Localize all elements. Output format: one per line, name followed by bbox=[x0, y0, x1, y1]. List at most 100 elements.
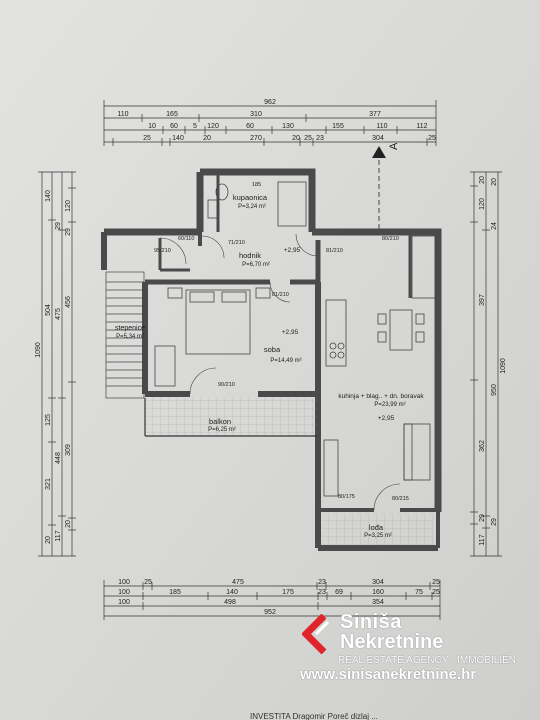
dim-label: 25 bbox=[428, 135, 436, 142]
dim-label: 140 bbox=[172, 135, 184, 142]
brand-watermark: Siniša Nekretnine REAL ESTATE AGENCY - I… bbox=[300, 610, 535, 690]
dim-label: 20 bbox=[491, 178, 498, 186]
door-labels: 95/210 71/210 81/210 80/210 81/210 90/21… bbox=[154, 182, 409, 502]
dim-label: 155 bbox=[332, 123, 344, 130]
room-area-kupaonica: P=3,24 m² bbox=[238, 204, 266, 210]
staircase bbox=[105, 271, 145, 399]
dim-label: 377 bbox=[369, 111, 381, 118]
dim-total-right: 1090 bbox=[500, 358, 507, 374]
dim-label: 125 bbox=[45, 414, 52, 426]
dim-label: 950 bbox=[491, 384, 498, 396]
dim-label: 29 bbox=[491, 518, 498, 526]
dim-label: 110 bbox=[117, 111, 128, 118]
room-area-balkon: P=6,25 m² bbox=[208, 427, 236, 433]
dim-label: 448 bbox=[55, 452, 62, 464]
lodja-area bbox=[322, 514, 434, 546]
dim-label: 60 bbox=[246, 123, 254, 130]
left-dimensions bbox=[38, 171, 76, 557]
door-label: 80/215 bbox=[392, 496, 409, 502]
room-area-stepenice: P=5,34 m² bbox=[116, 334, 144, 340]
dim-label: 304 bbox=[372, 135, 384, 142]
dim-label: 140 bbox=[226, 589, 238, 596]
dim-label: 20 bbox=[203, 135, 211, 142]
dim-label: 397 bbox=[479, 294, 486, 306]
dim-label: 29 bbox=[65, 228, 72, 236]
dim-label: 20 bbox=[479, 176, 486, 184]
brand-tagline: REAL ESTATE AGENCY - IMMOBILIEN bbox=[338, 655, 517, 666]
dim-label: 75 bbox=[415, 589, 423, 596]
room-area-kuhinja: P=23,99 m² bbox=[374, 402, 405, 408]
dim-label: 504 bbox=[45, 304, 52, 316]
dim-label: 475 bbox=[55, 308, 62, 320]
balkon-area bbox=[144, 398, 317, 437]
dim-label: 25 bbox=[143, 135, 151, 142]
dim-label: 117 bbox=[55, 530, 62, 541]
dim-label: 120 bbox=[207, 123, 219, 130]
door-label: 80/210 bbox=[382, 236, 399, 242]
dim-label: 25 bbox=[144, 579, 152, 586]
dim-label: 23 bbox=[318, 579, 326, 586]
dim-label: 304 bbox=[372, 579, 384, 586]
right-dim-labels: 1090 20 120 397 362 29 117 24 950 29 20 bbox=[479, 176, 507, 546]
section-label: A bbox=[388, 142, 400, 150]
dim-total-left: 1090 bbox=[35, 342, 42, 358]
door-label: 90/210 bbox=[218, 382, 235, 388]
dim-label: 310 bbox=[250, 111, 262, 118]
dim-label: 10 bbox=[148, 123, 156, 130]
dim-label: 185 bbox=[169, 589, 181, 596]
room-name-stepenice: stepenice bbox=[115, 325, 145, 332]
dim-label: 25 bbox=[432, 579, 440, 586]
dim-label: 20 bbox=[45, 536, 52, 544]
brand-website-link[interactable]: www.sinisanekretnine.hr bbox=[300, 666, 477, 683]
room-area-hodnik: P=6,70 m² bbox=[242, 262, 270, 268]
door-label: 81/210 bbox=[272, 292, 289, 298]
right-dimensions bbox=[470, 171, 502, 557]
room-name-soba: soba bbox=[264, 345, 281, 354]
dim-label: 321 bbox=[45, 478, 52, 490]
dim-label: 100 bbox=[118, 579, 130, 586]
section-marker: A bbox=[372, 142, 400, 232]
dim-label: 475 bbox=[232, 579, 244, 586]
dim-label: 130 bbox=[282, 123, 294, 130]
room-name-balkon: balkon bbox=[209, 417, 231, 426]
dim-label: 60 bbox=[170, 123, 178, 130]
room-height-soba: +2,95 bbox=[282, 329, 299, 336]
door-label: 95/210 bbox=[154, 248, 171, 254]
bottom-dim-labels: 100 25 475 23 304 25 100 185 140 175 23 … bbox=[118, 579, 440, 616]
brand-name-line2: Nekretnine bbox=[340, 631, 444, 653]
furniture bbox=[154, 181, 437, 497]
room-area-soba: P=14,49 m² bbox=[270, 358, 301, 364]
door-label: 185 bbox=[252, 182, 261, 188]
room-area-lodja: P=3,25 m² bbox=[364, 533, 392, 539]
brand-logo-icon bbox=[302, 614, 330, 654]
dim-label: 23 bbox=[316, 135, 324, 142]
dim-label: 69 bbox=[335, 589, 343, 596]
dim-label: 456 bbox=[65, 296, 72, 308]
room-name-kuhinja: kuhinja + blag.. + dn. boravak bbox=[338, 393, 424, 400]
dim-label: 25 bbox=[304, 135, 312, 142]
room-name-kupaonica: kupaonica bbox=[233, 193, 268, 202]
room-height-hodnik: +2,95 bbox=[284, 247, 301, 254]
top-dimensions bbox=[103, 100, 437, 146]
dim-label: 100 bbox=[118, 599, 130, 606]
dim-label: 165 bbox=[166, 111, 178, 118]
dim-label: 309 bbox=[65, 444, 72, 456]
dim-label: 120 bbox=[65, 200, 72, 212]
dim-label: 117 bbox=[479, 534, 486, 545]
dim-label: 29 bbox=[55, 222, 62, 230]
left-dim-labels: 1090 140 504 125 321 20 29 475 448 117 1… bbox=[35, 190, 72, 544]
dim-label: 498 bbox=[224, 599, 236, 606]
dim-label: 20 bbox=[65, 520, 72, 528]
dim-total-bottom: 952 bbox=[264, 609, 276, 616]
dim-label: 120 bbox=[479, 198, 486, 210]
dim-label: 140 bbox=[45, 190, 52, 202]
door-label: 71/210 bbox=[228, 240, 245, 246]
dim-label: 112 bbox=[416, 123, 427, 130]
dim-label: 24 bbox=[491, 222, 498, 230]
brand-name-line1: Siniša bbox=[340, 611, 402, 633]
dim-total-top: 962 bbox=[264, 99, 276, 106]
footer-text: INVESTITA Dragomir Poreč dizlaj ... bbox=[250, 712, 378, 720]
dim-label: 110 bbox=[376, 123, 387, 130]
door-label: 81/210 bbox=[326, 248, 343, 254]
